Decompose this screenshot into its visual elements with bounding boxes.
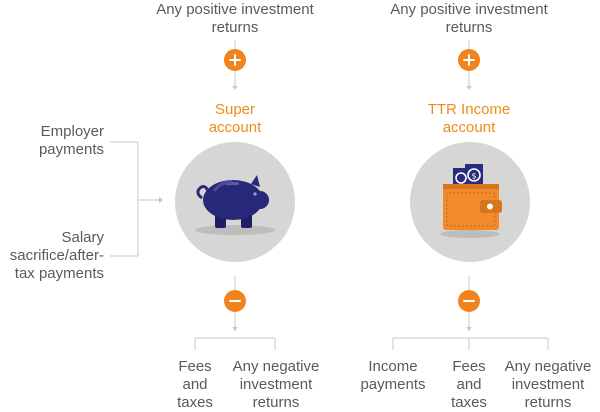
left-account-label: Super account bbox=[208, 101, 262, 136]
right-top-label: Any positive investment returns bbox=[390, 1, 548, 36]
right-output-fees-taxes: Fees and taxes bbox=[451, 358, 487, 411]
left-account-circle bbox=[175, 142, 295, 262]
right-output-negative-returns: Any negative investment returns bbox=[504, 358, 592, 411]
left-minus-icon bbox=[224, 290, 246, 312]
left-output-fees-taxes: Fees and taxes bbox=[177, 358, 213, 411]
left-plus-icon bbox=[224, 49, 246, 71]
input-employer-payments: Employer payments bbox=[38, 123, 104, 158]
right-account-circle: $ bbox=[410, 142, 530, 262]
right-minus-icon bbox=[458, 290, 480, 312]
left-output-negative-returns: Any negative investment returns bbox=[232, 358, 320, 411]
svg-text:$: $ bbox=[471, 172, 476, 181]
left-top-label: Any positive investment returns bbox=[156, 1, 314, 36]
piggy-bank-icon bbox=[195, 175, 275, 235]
input-salary-sacrifice: Salary sacrifice/after-tax payments bbox=[9, 229, 104, 282]
right-account-label: TTR Income account bbox=[427, 101, 511, 136]
wallet-icon: $ bbox=[440, 164, 502, 238]
right-output-income-payments: Income payments bbox=[360, 358, 426, 393]
right-plus-icon bbox=[458, 49, 480, 71]
